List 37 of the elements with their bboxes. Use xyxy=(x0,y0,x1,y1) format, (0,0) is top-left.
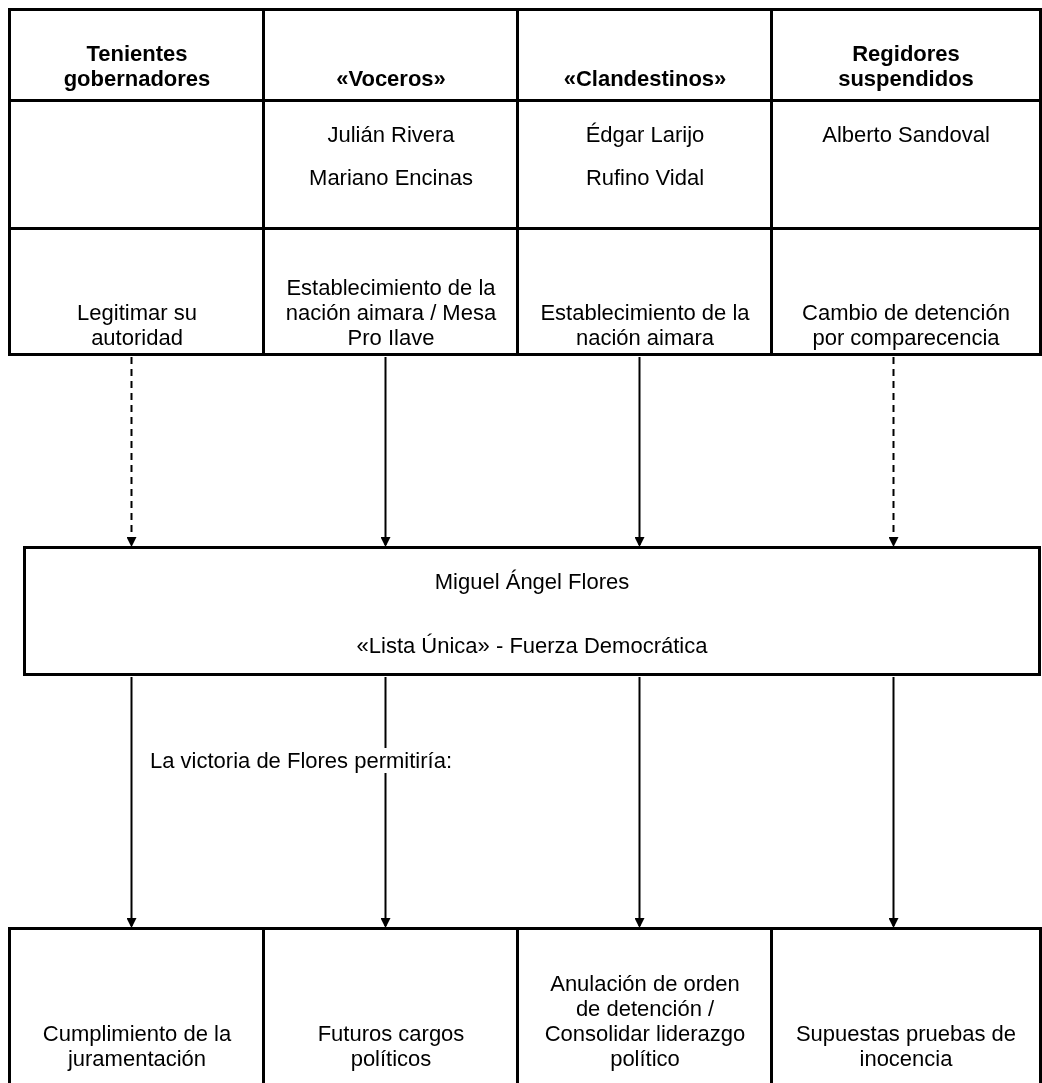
arrow xyxy=(126,356,137,547)
person-name: Julián Rivera xyxy=(327,122,455,147)
person-name: Alberto Sandoval xyxy=(822,122,990,147)
note-text: La victoria de Flores permitiría: xyxy=(150,748,452,773)
arrow xyxy=(888,676,899,928)
table-cell xyxy=(8,927,263,1083)
table-cell xyxy=(262,927,517,1083)
arrow xyxy=(888,356,899,547)
table-column xyxy=(262,8,517,356)
arrow xyxy=(634,676,645,928)
candidate-text: Miguel Ángel Flores xyxy=(434,569,630,594)
arrow xyxy=(380,356,391,547)
table-cell xyxy=(770,927,1042,1083)
column-header: «Clandestinos» xyxy=(563,66,727,91)
person-name: Mariano Encinas xyxy=(309,165,473,190)
arrow xyxy=(126,676,137,928)
goal-text: Establecimiento de la nación aimara xyxy=(539,300,751,350)
column-header: «Voceros» xyxy=(336,66,446,91)
outcome-text: Futuros cargos políticos xyxy=(316,1021,466,1071)
person-name: Édgar Larijo xyxy=(585,122,705,147)
goal-text: Cambio de detención por comparecencia xyxy=(801,300,1011,350)
table-cell xyxy=(516,927,771,1083)
candidate-text: «Lista Única» - Fuerza Democrática xyxy=(356,633,708,658)
column-header: Regidores suspendidos xyxy=(837,41,975,91)
arrow xyxy=(634,356,645,547)
candidate-box xyxy=(23,546,1041,676)
goal-text: Establecimiento de la nación aimara / Mesa Pro Ilave xyxy=(284,275,498,350)
table-column xyxy=(8,8,263,356)
person-name: Rufino Vidal xyxy=(585,165,705,190)
table-column xyxy=(770,8,1042,356)
goal-text: Legitimar su autoridad xyxy=(76,300,198,350)
arrow xyxy=(380,676,391,928)
outcome-text: Cumplimiento de la juramentación xyxy=(41,1021,233,1071)
outcome-text: Anulación de orden de detención / Consolidar liderazgo político xyxy=(543,971,747,1071)
outcome-text: Supuestas pruebas de inocencia xyxy=(794,1021,1018,1071)
column-header: Tenientes gobernadores xyxy=(62,41,212,91)
table-column xyxy=(516,8,771,356)
